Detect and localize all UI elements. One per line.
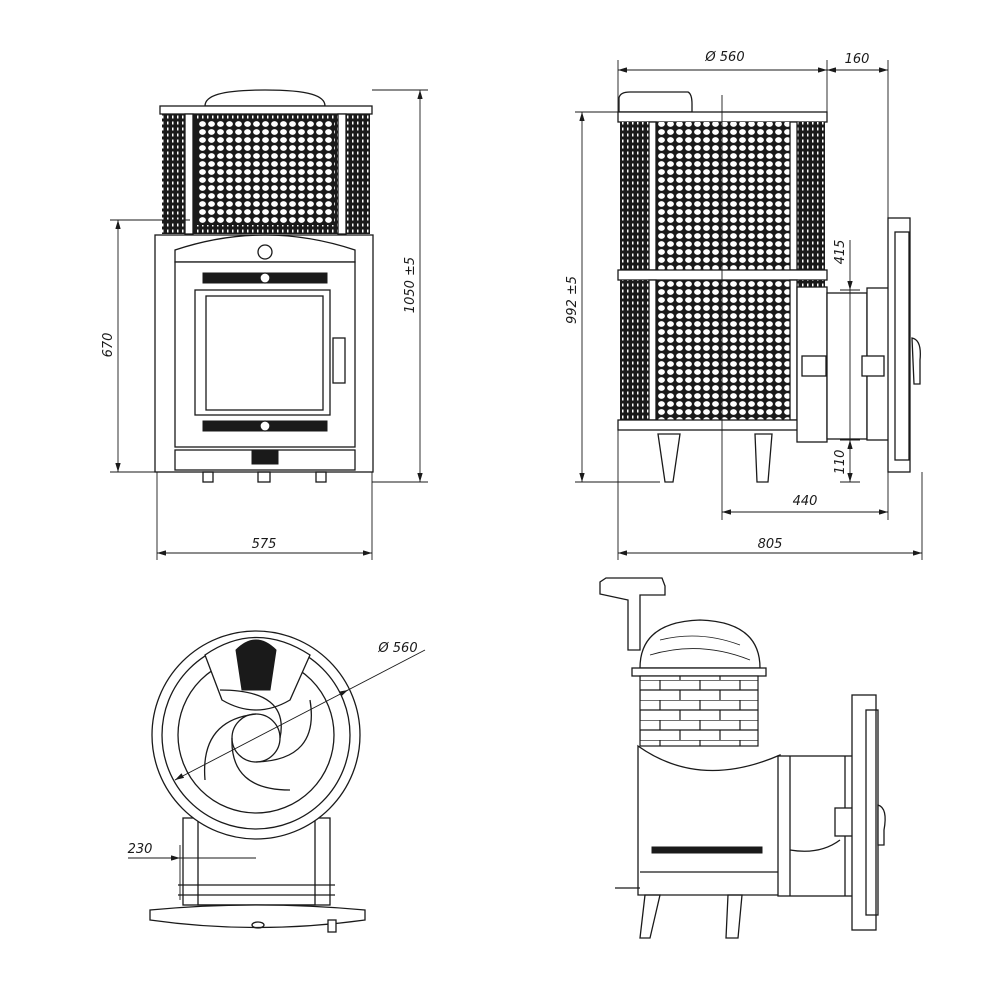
chimney-pipe bbox=[599, 577, 666, 651]
dim-415: 415 bbox=[833, 240, 848, 265]
top-view: Ø 560 230 bbox=[128, 630, 426, 933]
door-handle bbox=[332, 337, 346, 384]
dim-440: 440 bbox=[793, 494, 818, 509]
dim-575: 575 bbox=[252, 537, 277, 552]
chimney bbox=[618, 91, 693, 113]
door-plate bbox=[887, 217, 911, 473]
dim-diameter-560: Ø 560 bbox=[704, 50, 744, 65]
side-view: Ø 560 160 992 ±5 415 110 440 805 bbox=[565, 50, 923, 560]
dim-110: 110 bbox=[833, 450, 848, 475]
dome bbox=[639, 619, 761, 669]
door-plate-section bbox=[851, 694, 877, 931]
door-plate-top bbox=[149, 904, 366, 929]
dim-1050: 1050 ±5 bbox=[403, 257, 418, 313]
dim-805: 805 bbox=[758, 537, 783, 552]
dim-160: 160 bbox=[845, 52, 870, 67]
section-view bbox=[599, 577, 886, 939]
dim-992: 992 ±5 bbox=[565, 276, 580, 324]
stones bbox=[639, 675, 759, 747]
glass bbox=[205, 295, 324, 411]
firebox-section bbox=[637, 744, 781, 896]
dim-diameter-560-top: Ø 560 bbox=[377, 641, 417, 656]
front-view: 670 1050 ±5 575 bbox=[101, 89, 428, 560]
dim-230: 230 bbox=[128, 842, 153, 857]
dim-670: 670 bbox=[101, 333, 116, 358]
chimney-cap bbox=[204, 89, 326, 107]
